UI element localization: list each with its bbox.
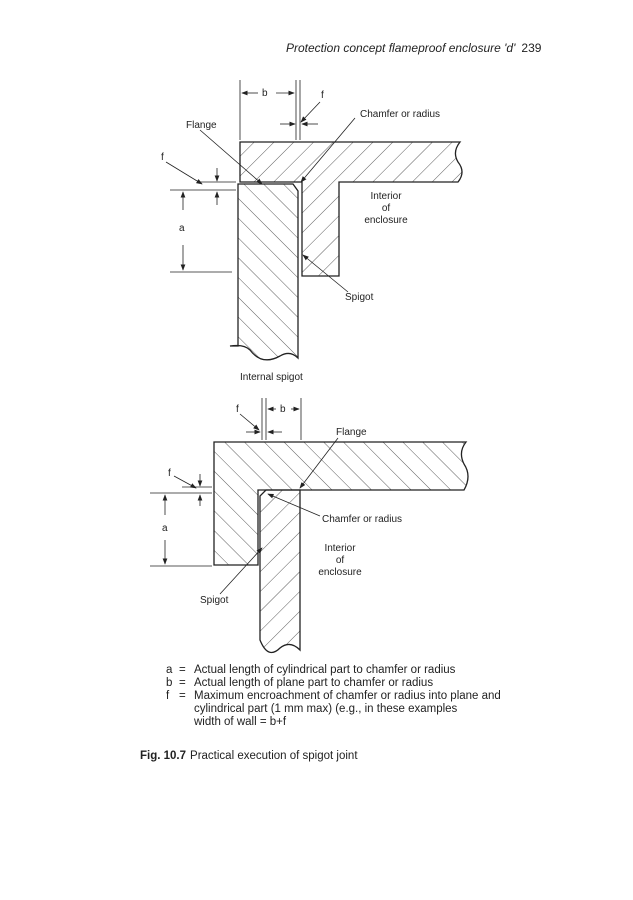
label-f-left: f xyxy=(168,468,171,479)
figure-legend: a=Actual length of cylindrical part to c… xyxy=(166,664,501,729)
page-number: 239 xyxy=(521,41,542,55)
label-interior: Interior xyxy=(370,191,402,202)
legend-item-f: f=Maximum encroachment of chamfer or rad… xyxy=(166,690,501,702)
internal-spigot-part xyxy=(229,183,299,361)
label-of: of xyxy=(382,203,391,214)
label-f: f xyxy=(321,90,324,101)
label-spigot: Spigot xyxy=(200,595,229,606)
running-title: Protection concept flameproof enclosure … xyxy=(286,41,516,55)
label-f-left: f xyxy=(161,152,164,163)
label-b: b xyxy=(280,404,286,415)
label-enclosure: enclosure xyxy=(364,215,408,226)
label-a: a xyxy=(162,523,168,534)
flange-part-bottom xyxy=(213,441,469,566)
figure-title-internal-spigot: Internal spigot xyxy=(240,372,303,383)
flange-part-top xyxy=(239,141,463,277)
label-f: f xyxy=(236,404,239,415)
legend-item-f-cont-1: cylindrical part (1 mm max) (e.g., in th… xyxy=(194,703,458,715)
label-chamfer: Chamfer or radius xyxy=(322,514,402,525)
label-spigot: Spigot xyxy=(345,292,374,303)
figure-number: Fig. 10.7 xyxy=(140,750,187,762)
interior-wall-part xyxy=(259,489,301,654)
label-of: of xyxy=(336,555,345,566)
running-header: Protection concept flameproof enclosure … xyxy=(286,41,541,55)
label-a: a xyxy=(179,223,185,234)
label-enclosure: enclosure xyxy=(318,567,362,578)
legend-item-b: b=Actual length of plane part to chamfer… xyxy=(166,677,434,689)
caption-text: Practical execution of spigot joint xyxy=(190,750,358,762)
label-interior: Interior xyxy=(324,543,356,554)
label-flange: Flange xyxy=(336,427,367,438)
label-flange: Flange xyxy=(186,120,217,131)
label-b: b xyxy=(262,88,268,99)
legend-item-a: a=Actual length of cylindrical part to c… xyxy=(166,664,456,676)
label-chamfer: Chamfer or radius xyxy=(360,109,440,120)
legend-item-f-cont-2: width of wall = b+f xyxy=(194,716,287,728)
